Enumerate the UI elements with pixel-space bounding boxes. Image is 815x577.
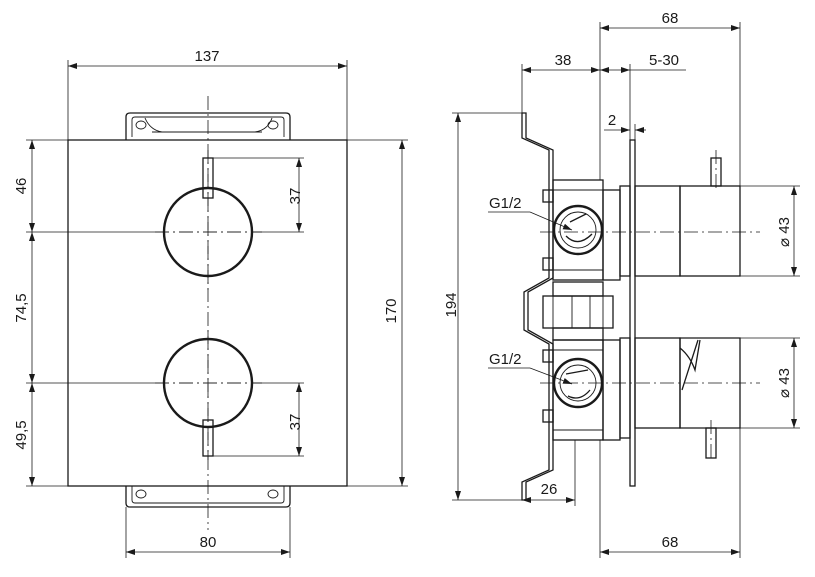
front-view: 137 170 46 74,5 49,5 37 [13,48,408,558]
dim-left-chain: 46 74,5 49,5 [13,139,155,487]
dim-depth-38: 38 [521,52,600,113]
dim-label-137: 137 [194,48,219,65]
dim-label-d43-upper: ⌀ 43 [776,217,793,247]
dim-diameter-lower: ⌀ 43 [740,337,800,429]
dim-label-49-5: 49,5 [13,420,30,449]
dim-label-170: 170 [383,298,400,323]
dim-label-26: 26 [541,481,558,498]
lower-valve-body [542,339,621,441]
top-mounting-bracket [125,112,291,140]
side-view: G1/2 G1/2 68 38 5-30 [443,10,800,558]
dim-width-137: 137 [67,48,348,140]
label-g12-upper: G1/2 [489,195,522,212]
coupling [542,281,614,341]
dim-depth-68-top: 68 [599,10,741,186]
dim-plate-2: 2 [604,112,646,140]
dim-label-46: 46 [13,178,30,195]
dim-lever-upper: 37 [213,157,304,233]
dim-label-37-lower: 37 [287,414,304,431]
dim-depth-68-bottom: 68 [599,428,741,558]
dim-label-194: 194 [443,292,460,317]
dim-label-d43-lower: ⌀ 43 [776,368,793,398]
upper-knob [155,150,262,290]
label-g12-lower: G1/2 [489,351,522,368]
wall-bracket [521,112,554,501]
callout-g12-upper: G1/2 [488,195,573,231]
dim-label-5-30: 5-30 [649,52,679,69]
dim-label-2: 2 [608,112,616,129]
cover-plate-side [629,139,636,487]
dim-label-74-5: 74,5 [13,293,30,322]
cover-plate [67,139,348,487]
dim-label-37-upper: 37 [287,188,304,205]
dim-label-80: 80 [200,534,217,551]
dim-bracket-26: 26 [522,440,576,506]
callout-g12-lower: G1/2 [488,351,573,385]
dim-diameter-upper: ⌀ 43 [740,185,800,277]
dim-adjust-5-30: 5-30 [600,52,686,140]
dim-label-68-top: 68 [662,10,679,27]
dim-label-68-bottom: 68 [662,534,679,551]
lower-knob [155,330,262,460]
dim-label-38: 38 [555,52,572,69]
dim-height-194: 194 [443,112,526,501]
lower-handle [634,337,741,459]
dim-lever-lower: 37 [213,382,304,457]
upper-valve-body [542,179,621,281]
dim-height-170: 170 [347,139,408,487]
dim-bracket-80: 80 [125,507,291,558]
upper-handle [634,157,741,277]
